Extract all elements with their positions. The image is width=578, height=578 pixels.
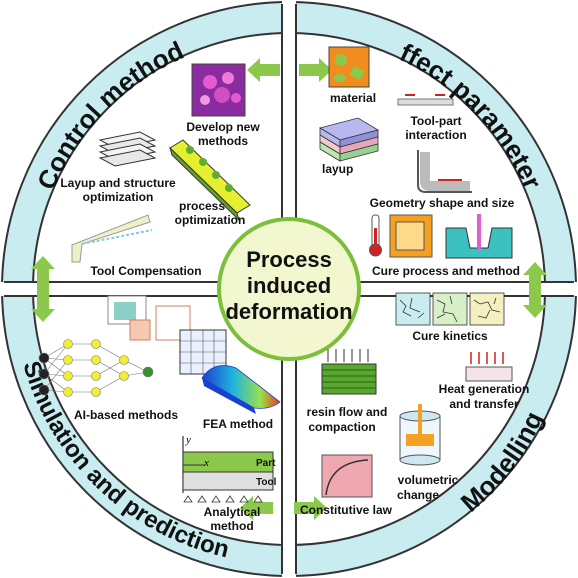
arrow-top (247, 58, 332, 82)
axis-x-label: x (203, 457, 209, 469)
layup-icon (318, 117, 380, 162)
label-proc-opt-1: process (179, 199, 225, 213)
label-layup-opt-1: Layup and structure (60, 176, 176, 190)
geometry-icon (417, 150, 472, 193)
arrow-right (523, 262, 547, 318)
label-resin-2: compaction (308, 420, 375, 434)
thermal-map-icon (191, 63, 246, 117)
volumetric-cylinder-icon (399, 404, 441, 466)
label-analytical-1: Analytical (204, 505, 261, 519)
mold-icon (445, 214, 513, 259)
heat-icon (465, 352, 513, 382)
label-tool: Tool (256, 477, 277, 488)
label-ai-methods: AI-based methods (74, 408, 178, 422)
label-cure-process: Cure process and method (372, 264, 520, 278)
cure-kinetics-icon (395, 292, 505, 326)
label-resin-1: resin flow and (307, 405, 388, 419)
label-fea: FEA method (203, 417, 273, 431)
layup-stack-icon (98, 131, 157, 167)
label-develop-2: methods (198, 134, 248, 148)
label-layup: layup (322, 162, 353, 176)
label-volumetric-1: volumetric (398, 473, 459, 487)
center-line3: deformation (225, 299, 352, 324)
axis-y-label: y (185, 434, 191, 446)
label-volumetric-2: change (397, 488, 439, 502)
label-layup-opt-2: optimization (83, 190, 154, 204)
center-line1: Process (246, 247, 332, 272)
center-circle (217, 217, 361, 361)
tool-compensation-icon (71, 214, 153, 263)
label-heat-2: and transfer (449, 397, 519, 411)
label-tool-part-1: Tool-part (410, 114, 461, 128)
label-tool-part-2: interaction (405, 128, 466, 142)
material-icon (328, 46, 370, 88)
label-constitutive: Constitutive law (300, 503, 393, 517)
label-proc-opt-2: optimization (175, 213, 246, 227)
constitutive-chart-icon (321, 454, 373, 498)
label-part: Part (256, 458, 276, 469)
analytical-schematic-icon (182, 436, 274, 503)
oven-icon (389, 214, 433, 258)
label-cure-kinetics: Cure kinetics (412, 329, 488, 343)
center-line2: induced (247, 273, 331, 298)
arrow-left (31, 256, 55, 322)
tool-part-icon (397, 94, 454, 106)
label-heat-1: Heat generation (439, 382, 530, 396)
label-material: material (330, 91, 376, 105)
neural-network-icon (38, 339, 154, 397)
cnn-diagram-icon (107, 295, 227, 375)
label-geometry: Geometry shape and size (370, 196, 515, 210)
process-optimization-icon (169, 139, 251, 222)
thermometer-icon (369, 214, 382, 257)
resin-flow-icon (321, 349, 377, 395)
label-tool-compensation: Tool Compensation (90, 264, 201, 278)
fea-mesh-icon (201, 365, 281, 414)
label-analytical-2: method (210, 519, 253, 533)
label-develop-1: Develop new (186, 120, 260, 134)
